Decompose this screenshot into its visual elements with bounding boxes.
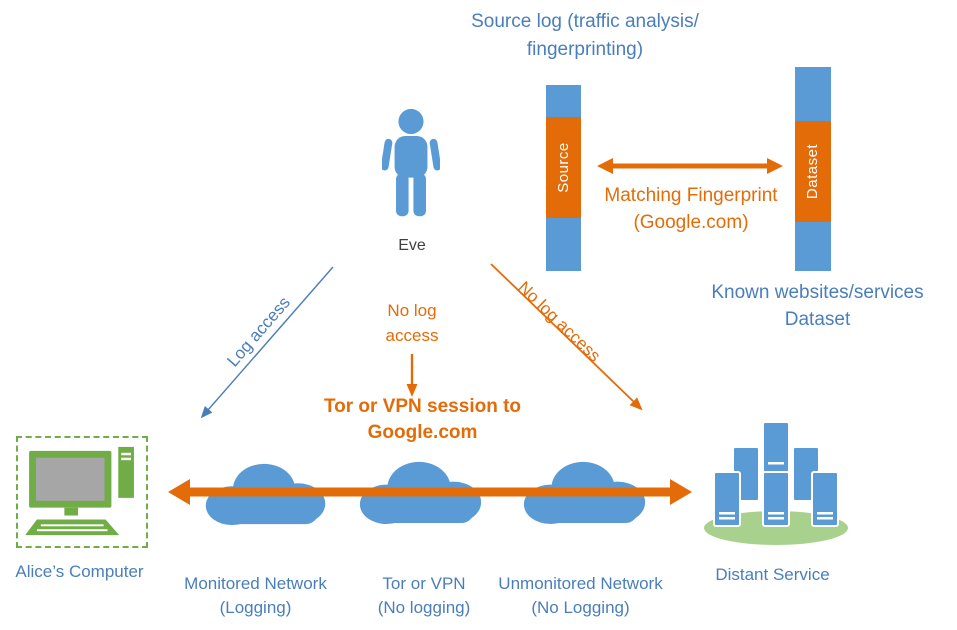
cloud-icon-unmonitored xyxy=(523,461,646,525)
tor-line1: Tor or VPN xyxy=(382,574,466,593)
no-log-center-line1: No log xyxy=(387,301,437,320)
monitored-line2: (Logging) xyxy=(219,598,292,617)
matching-line2: (Google.com) xyxy=(633,212,749,233)
unmonitored-network-label: Unmonitored Network (No Logging) xyxy=(488,572,673,620)
session-label: Tor or VPN session to Google.com xyxy=(290,394,555,446)
unmonitored-line2: (No Logging) xyxy=(531,598,630,617)
dataset-bar-label: Dataset xyxy=(804,143,822,200)
unmonitored-line1: Unmonitored Network xyxy=(498,574,663,593)
monitored-network-label: Monitored Network (Logging) xyxy=(168,572,343,620)
dataset-caption: Known websites/services Dataset xyxy=(690,279,945,333)
person-icon xyxy=(382,108,440,217)
log-access-label: Log access xyxy=(223,292,295,371)
source-bar-label-section: Source xyxy=(546,117,581,218)
session-line2: Google.com xyxy=(367,422,478,443)
matching-fingerprint-label: Matching Fingerprint (Google.com) xyxy=(592,182,790,236)
tor-line2: (No logging) xyxy=(377,598,471,617)
alice-computer-label: Alice’s Computer xyxy=(15,562,144,581)
no-log-center-line2: access xyxy=(385,326,439,345)
title-line2: fingerprinting) xyxy=(526,39,644,60)
dataset-caption-line1: Known websites/services xyxy=(711,282,924,303)
distant-service-label: Distant Service xyxy=(715,565,830,584)
matching-line1: Matching Fingerprint xyxy=(604,185,778,206)
source-bar: Source xyxy=(546,85,581,271)
no-log-access-center-label: No log access xyxy=(362,298,462,348)
eve-label: Eve xyxy=(398,237,426,254)
server-stack-icon xyxy=(704,422,848,545)
alice-computer-box xyxy=(16,436,148,548)
log-access-arrow xyxy=(200,266,334,419)
session-line1: Tor or VPN session to xyxy=(323,396,522,417)
title-line1: Source log (traffic analysis/ xyxy=(471,11,699,32)
computer-icon xyxy=(25,446,134,536)
no-log-access-right-label: No log access xyxy=(514,277,605,366)
cloud-icon-monitored xyxy=(205,463,326,526)
cloud-icon-tor xyxy=(359,461,482,525)
source-bar-label: Source xyxy=(555,142,572,193)
dataset-bar-label-section: Dataset xyxy=(795,121,831,222)
monitored-line1: Monitored Network xyxy=(184,574,327,593)
dataset-caption-line2: Dataset xyxy=(784,309,851,330)
dataset-bar: Dataset xyxy=(795,67,831,271)
page-title: Source log (traffic analysis/ fingerprin… xyxy=(420,8,750,64)
tor-vpn-label: Tor or VPN (No logging) xyxy=(349,572,499,620)
